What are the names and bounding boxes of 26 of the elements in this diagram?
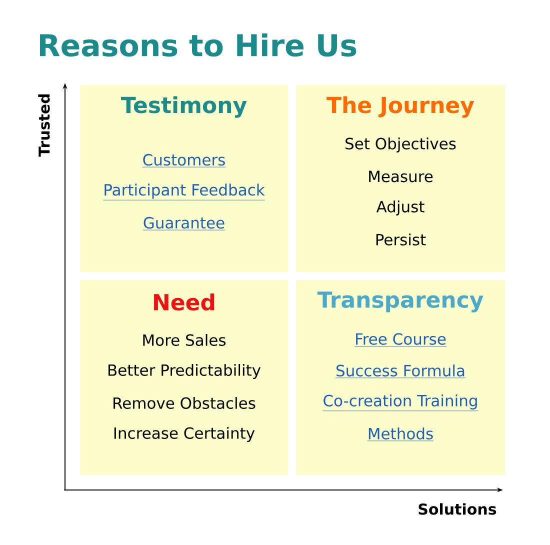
list-item: Remove Obstacles [114, 396, 256, 409]
axis-label: Solutions [418, 503, 496, 515]
link: Co-creation Training [322, 394, 478, 412]
axis-label: Trusted [38, 94, 50, 157]
quadrant-heading: The Journey [326, 96, 474, 118]
quadrant-heading: Testimony [121, 96, 247, 118]
quadrant-box [80, 85, 288, 272]
list-item: Better Predictability [108, 364, 261, 379]
link: Customers [142, 154, 226, 168]
list-item: More Sales [143, 334, 226, 346]
link: Methods [367, 427, 434, 442]
list-item: Measure [369, 170, 433, 182]
quadrant-heading: Transparency [317, 292, 484, 312]
list-item: Adjust [376, 200, 424, 216]
quadrant-box [80, 280, 288, 475]
list-item: Persist [376, 233, 426, 246]
quadrant-box [296, 280, 505, 475]
link: Guarantee [142, 216, 226, 230]
quadrant-box [296, 85, 505, 272]
list-item: Increase Certainty [114, 426, 255, 442]
link: Participant Feedback [102, 184, 266, 200]
title: Reasons to Hire Us [40, 33, 356, 57]
quadrant-heading: Need [154, 293, 214, 310]
link: Free Course [354, 333, 447, 346]
list-item: Set Objectives [346, 137, 456, 152]
link: Success Formula [335, 364, 466, 378]
